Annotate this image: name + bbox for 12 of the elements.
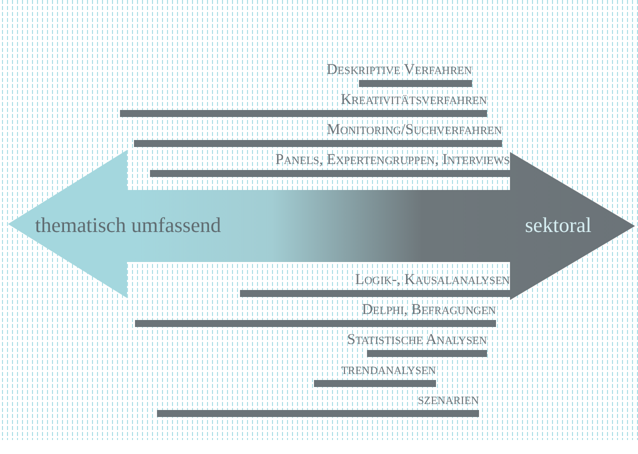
double-arrow-band — [8, 150, 635, 300]
method-label: Panels, Expertengruppen, Interviews — [275, 152, 510, 168]
method-label: Kreativitätsverfahren — [340, 92, 487, 108]
axis-end-label: thematisch umfassend — [35, 213, 222, 237]
method-label: Deskriptive Verfahren — [326, 62, 472, 78]
method-label: trendanalysen — [341, 362, 436, 378]
method-label: Statistische Analysen — [347, 332, 487, 348]
axis-end-label: sektoral — [525, 213, 592, 237]
method-label: Monitoring/Suchverfahren — [326, 122, 502, 138]
method-label: Delphi, Befragungen — [362, 302, 496, 318]
method-label: Logik-, Kausalanalysen — [355, 272, 510, 288]
method-label: szenarien — [418, 392, 479, 408]
